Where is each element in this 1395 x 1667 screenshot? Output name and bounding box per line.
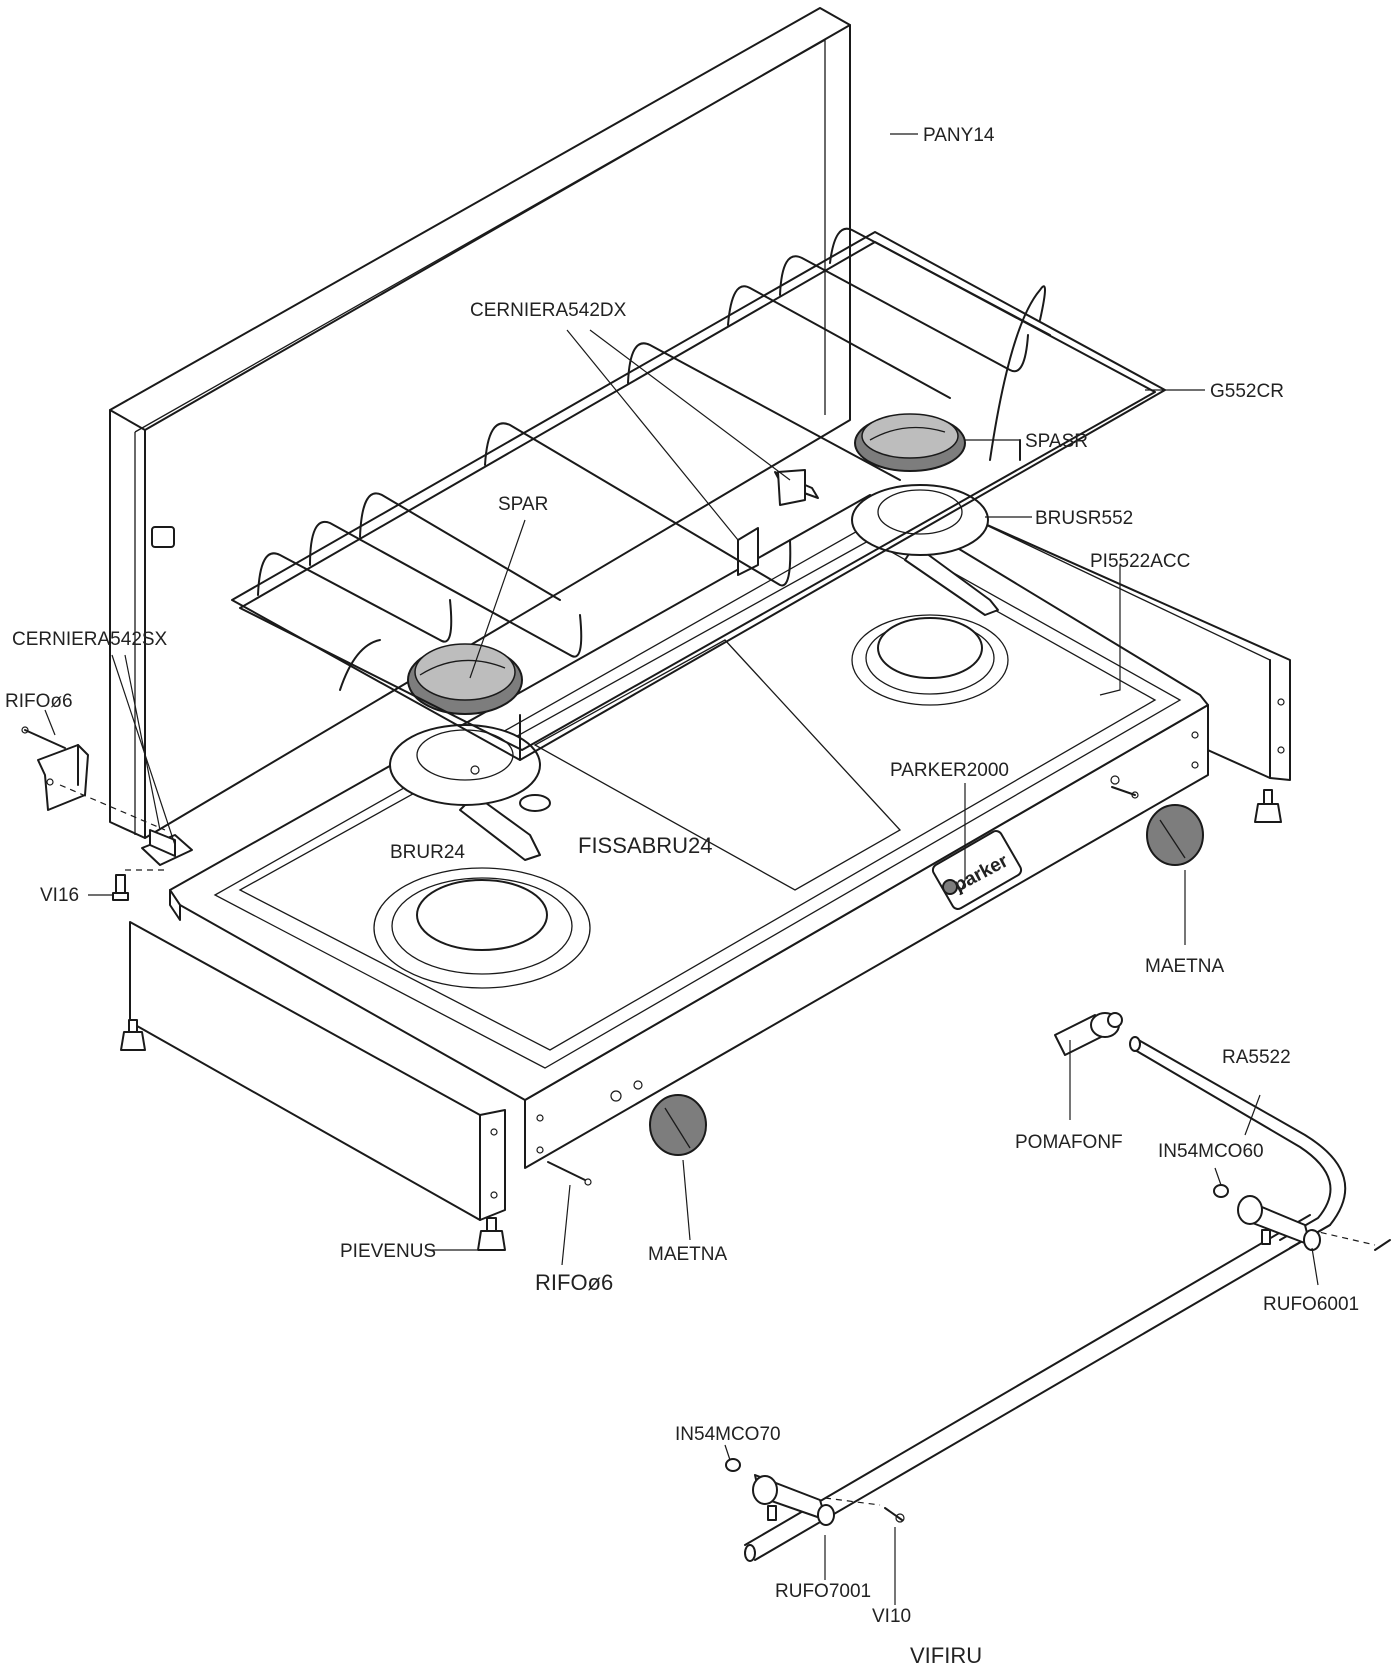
label-vi16: VI16	[40, 885, 79, 906]
knob-maetna-front	[649, 1094, 707, 1156]
label-rifo6-bottom: RIFOø6	[535, 1270, 613, 1295]
lid-clip	[151, 526, 175, 548]
label-vifiru: VIFIRU	[910, 1643, 982, 1667]
elbow-pomafonf	[1054, 1012, 1123, 1056]
label-in54mco60: IN54MCO60	[1158, 1141, 1264, 1162]
pipe-ra5522	[744, 1036, 1347, 1562]
screw-rifo6-left	[21, 726, 66, 749]
label-cerniera542sx: CERNIERA542SX	[12, 629, 168, 650]
label-rufo6001: RUFO6001	[1263, 1294, 1359, 1315]
label-maetna-right: MAETNA	[1145, 956, 1225, 977]
lid-panel	[109, 7, 851, 839]
valve-rufo7001	[752, 1474, 835, 1526]
label-parker2000: PARKER2000	[890, 760, 1009, 781]
label-cerniera542dx: CERNIERA542DX	[470, 300, 627, 321]
label-ra5522: RA5522	[1222, 1047, 1291, 1068]
label-pany14: PANY14	[923, 125, 995, 146]
hinge-sx	[37, 744, 89, 811]
label-brur24: BRUR24	[390, 842, 465, 863]
label-fissabru24: FISSABRU24	[578, 833, 713, 858]
injector-in54mco70	[725, 1458, 741, 1472]
screw-rifo6-front	[547, 1161, 592, 1186]
fixing-hole-brur24	[519, 794, 551, 812]
label-pomafonf: POMAFONF	[1015, 1132, 1123, 1153]
injector-in54mco60	[1213, 1184, 1229, 1198]
label-pi5522acc: PI5522ACC	[1090, 551, 1190, 572]
burner-base-brur24	[389, 724, 541, 861]
label-vi10: VI10	[872, 1606, 911, 1627]
burner-cap-spasr	[854, 413, 966, 472]
burner-recess-rear-right	[851, 614, 1009, 706]
label-pievenus: PIEVENUS	[340, 1241, 436, 1262]
burner-recess-front-left	[373, 867, 591, 989]
screw-vi10	[884, 1507, 905, 1523]
label-in54mco70: IN54MCO70	[675, 1424, 781, 1445]
foot-pievenus	[477, 1217, 506, 1251]
screw-right-body	[1111, 786, 1139, 799]
label-brusr552: BRUSR552	[1035, 508, 1133, 529]
screw-vi16	[112, 874, 129, 901]
label-g552cr: G552CR	[1210, 381, 1284, 402]
leader-lines	[44, 133, 1319, 1605]
burner-base-brusr552	[851, 484, 999, 616]
burner-cap-spar	[407, 643, 523, 715]
label-rufo7001: RUFO7001	[775, 1581, 871, 1602]
hinge-dx	[737, 469, 819, 576]
label-rifo6-top: RIFOø6	[5, 691, 73, 712]
hinge-bracket-left	[141, 829, 193, 866]
label-spasr: SPASR	[1025, 431, 1088, 452]
screw-right-pipe	[1374, 1239, 1391, 1251]
label-spar: SPAR	[498, 494, 548, 515]
foot-right-rear	[1254, 789, 1282, 823]
knob-maetna-right	[1146, 804, 1204, 866]
label-maetna-front: MAETNA	[648, 1244, 728, 1265]
foot-left-rear	[120, 1019, 146, 1051]
